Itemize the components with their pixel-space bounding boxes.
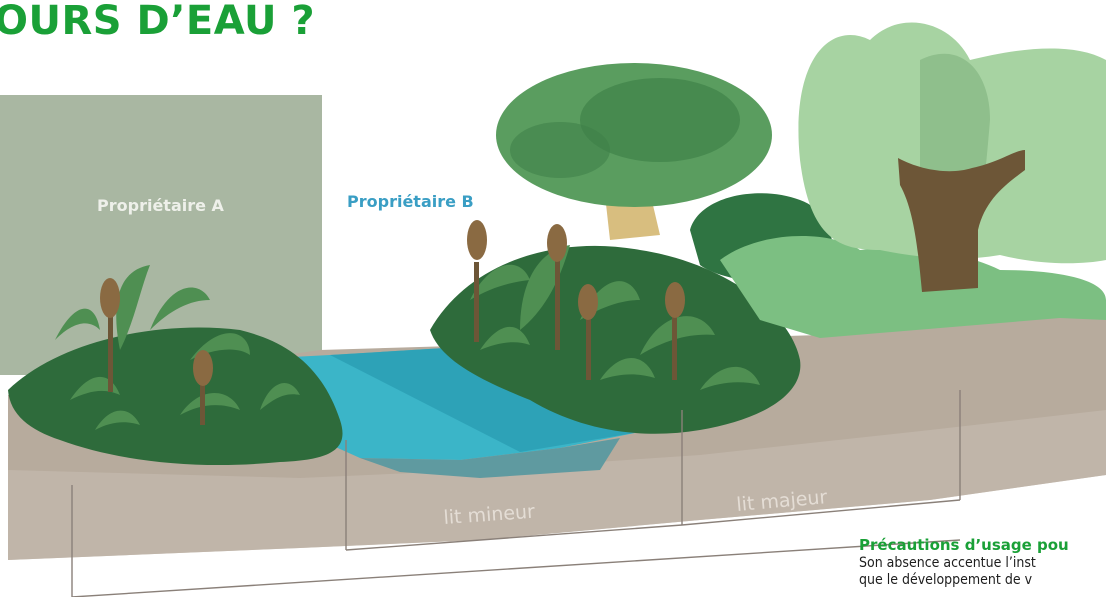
page-title: OURS D’EAU ? bbox=[0, 0, 316, 44]
right-cattail-stem-1 bbox=[474, 262, 479, 342]
right-cattail-stem-4 bbox=[672, 300, 677, 380]
tree-canopy-shade-2 bbox=[510, 122, 610, 178]
right-cattail-2 bbox=[547, 224, 567, 262]
right-reeds bbox=[470, 245, 760, 390]
precautions-line-1: Son absence accentue l’inst bbox=[859, 555, 1036, 571]
overall-bracket bbox=[71, 539, 961, 598]
lit-majeur-bracket bbox=[681, 499, 961, 526]
left-cattail-stem-1 bbox=[108, 312, 113, 392]
tree-canopy-shade bbox=[580, 78, 740, 162]
owner-b-label: Propriétaire B bbox=[347, 192, 474, 211]
ground-lower bbox=[8, 410, 1106, 560]
owner-a-label: Propriétaire A bbox=[97, 196, 225, 215]
right-cattail-3 bbox=[578, 284, 598, 320]
river-bed bbox=[360, 438, 620, 478]
willow-trunk bbox=[898, 150, 1025, 292]
left-bank-mound bbox=[8, 327, 343, 466]
precautions-text-block: Précautions d’usage pou Son absence acce… bbox=[859, 536, 1106, 597]
precautions-heading: Précautions d’usage pou bbox=[859, 536, 1069, 554]
left-cattail-stem-2 bbox=[200, 380, 205, 425]
left-reeds bbox=[55, 265, 300, 430]
left-cattail-2 bbox=[193, 350, 213, 386]
lit-mineur-bracket bbox=[345, 524, 683, 551]
measurement-lines bbox=[71, 390, 961, 598]
willow-tree bbox=[798, 22, 1106, 292]
bush-light bbox=[720, 236, 1106, 338]
precautions-line-2: que le développement de v bbox=[859, 572, 1033, 588]
left-cattail-1 bbox=[100, 278, 120, 318]
right-cattail-1 bbox=[467, 220, 487, 260]
right-cattail-stem-3 bbox=[586, 310, 591, 380]
right-cattail-stem-2 bbox=[555, 255, 560, 350]
owner-a-parcel bbox=[0, 95, 322, 375]
right-cattail-4 bbox=[665, 282, 685, 318]
